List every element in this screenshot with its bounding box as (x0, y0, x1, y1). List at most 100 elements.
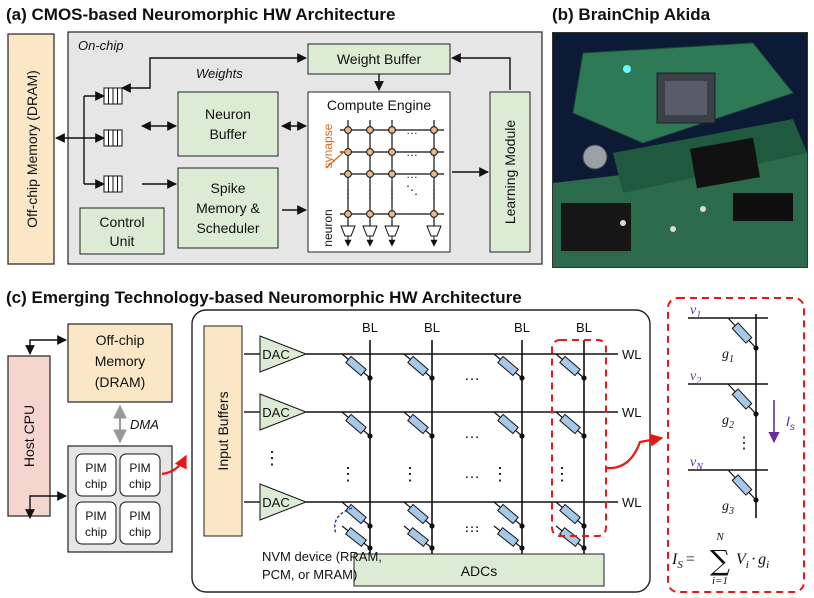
vertical-ellipsis: ⋮ (364, 187, 376, 201)
column-ellipsis: ⋮ (553, 464, 571, 484)
horizontal-ellipsis: … (406, 123, 418, 137)
dac-label: DAC (262, 405, 289, 420)
nvm-device (496, 526, 520, 548)
device-junction (581, 375, 587, 381)
vertical-ellipsis: ⋮ (386, 187, 398, 201)
pim-chip-2 (119, 453, 161, 497)
bitline-label: BL (576, 320, 592, 335)
nvm-device (407, 503, 429, 525)
crosspoint-bottom (341, 525, 373, 551)
row-ellipsis: … (464, 425, 480, 442)
nvm-device (407, 355, 429, 377)
host-cpu-box (7, 355, 51, 517)
vertical-ellipsis: ⋮ (428, 187, 440, 201)
nvm-device (497, 503, 519, 525)
inset-conductance: g3 (722, 499, 734, 517)
synapse-node (344, 210, 352, 218)
pim-chip-4 (119, 501, 161, 545)
device-junction (753, 345, 759, 351)
horizontal-ellipsis: … (406, 167, 418, 181)
column-ellipsis: ⋮ (401, 464, 419, 484)
synapse-node (366, 170, 374, 178)
control-unit-line2: Unit (110, 233, 135, 249)
input-buffers-box (203, 325, 243, 537)
inset-box (667, 297, 805, 593)
diagonal-ellipsis: ⋱ (406, 183, 418, 197)
neuron-unit (426, 225, 442, 237)
inset-ellipsis: ⋮ (736, 435, 752, 452)
status-led (623, 65, 631, 73)
dma-label: DMA (130, 417, 159, 432)
spike-memory-line2: Memory & (196, 200, 260, 216)
learning-module-label: Learning Module (502, 120, 518, 225)
spike-memory-line3: Scheduler (196, 220, 259, 236)
fifo-queues (103, 87, 123, 193)
column-ellipsis: ⋮ (339, 464, 357, 484)
crosspoint (493, 353, 525, 381)
crosspoint (341, 353, 373, 381)
pim-chip-label: chip (129, 477, 151, 491)
nvm-device (345, 413, 367, 435)
center-ellipsis: … (464, 465, 480, 482)
neuron-buffer-line1: Neuron (205, 106, 251, 122)
inset-voltage: v2 (690, 369, 701, 387)
photo-illustration (553, 33, 807, 267)
crosspoint (555, 353, 587, 381)
device-junction (367, 523, 373, 529)
compute-engine-box (307, 91, 451, 253)
synapse-node (430, 210, 438, 218)
control-unit-box (79, 207, 165, 255)
device-junction (519, 545, 525, 551)
device-junction (367, 375, 373, 381)
crosspoint-bottom (403, 525, 435, 551)
crosspoint (341, 411, 373, 439)
nvm-device-line2: PCM, or MRAM) (262, 567, 357, 582)
device-junction (367, 545, 373, 551)
crossbar-module-box (191, 309, 651, 593)
control-unit-line1: Control (99, 214, 144, 230)
pim-chip-label: PIM (129, 461, 150, 475)
mount-screw (582, 144, 608, 170)
neuron-label: neuron (321, 209, 335, 246)
nvm-device-pointer (334, 507, 353, 535)
device-junction (581, 545, 587, 551)
crosspoint (555, 501, 587, 529)
crosspoint (493, 411, 525, 439)
synapse-pointer (325, 149, 347, 169)
panel-c-title: (c) Emerging Technology-based Neuromorph… (6, 288, 522, 307)
dac-label: DAC (262, 495, 289, 510)
neuron-unit (340, 225, 356, 237)
brainchip-akida-photo (552, 32, 808, 268)
pim-chip-label: PIM (85, 509, 106, 523)
synapse-node (344, 170, 352, 178)
connector (561, 203, 631, 251)
device-junction (753, 497, 759, 503)
synapse-node (344, 126, 352, 134)
nvm-device-line1: NVM device (RRAM, (262, 549, 382, 564)
bitline-label: BL (424, 320, 440, 335)
nvm-device (731, 474, 753, 496)
pim-chip-label: chip (85, 477, 107, 491)
wordline-label: WL (622, 495, 642, 510)
offchip-memory-box (7, 33, 55, 265)
panel-c-host-arrows (25, 335, 67, 519)
weight-buffer-label: Weight Buffer (337, 51, 422, 67)
formula-lhs: IS= (671, 551, 695, 571)
device-junction (581, 433, 587, 439)
pim-chip-label: chip (129, 525, 151, 539)
pim-chip-label: chip (85, 525, 107, 539)
learning-module-box (489, 91, 531, 253)
formula-upper: N (715, 531, 724, 543)
nvm-device (406, 526, 430, 548)
nvm-device (559, 413, 581, 435)
summation-formula: IS= N ∑ i=1 Vi·gi (671, 531, 769, 587)
panel-a-title: (a) CMOS-based Neuromorphic HW Architect… (6, 5, 395, 24)
spike-memory-line1: Spike (210, 180, 245, 196)
nvm-device (345, 503, 367, 525)
neuron-buffer-box (177, 91, 279, 157)
panel-a-arrows (55, 53, 511, 215)
offchip-memory-c-line1: Off-chip (96, 332, 145, 348)
